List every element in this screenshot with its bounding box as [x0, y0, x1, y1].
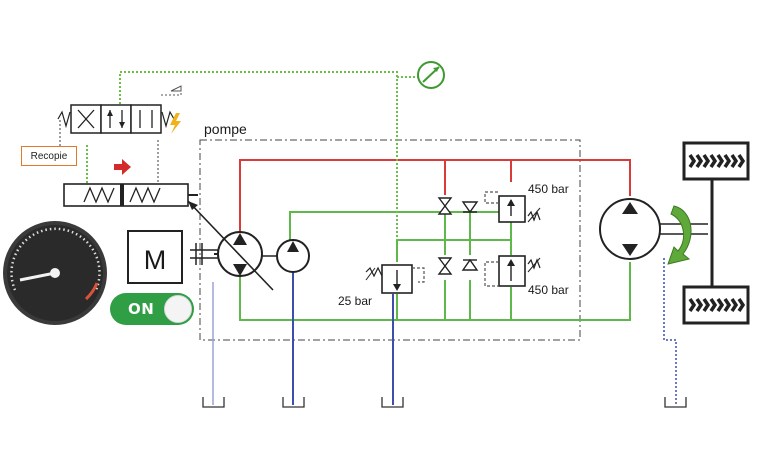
tank-3 — [381, 397, 404, 408]
pressure-25-label: 25 bar — [338, 294, 372, 308]
on-switch-knob — [164, 295, 192, 323]
relief-valve-25-bar: 25 bar — [338, 264, 425, 308]
charge-pump — [262, 239, 310, 273]
direction-arrow-icon — [114, 159, 131, 175]
pressure-450-top-label: 450 bar — [528, 182, 569, 196]
drain-line — [292, 272, 394, 405]
pilot-line — [86, 71, 421, 240]
on-switch-toggle[interactable]: ON — [110, 293, 194, 325]
hydraulic-motor — [599, 198, 708, 260]
recopie-label-box: Recopie — [21, 146, 77, 166]
tank-1 — [202, 397, 225, 408]
tank-symbols — [202, 397, 687, 408]
on-switch-label: ON — [128, 300, 155, 318]
servo-cylinder — [63, 183, 198, 207]
check-valve-top — [461, 201, 479, 214]
flow-meter-icon — [417, 61, 445, 89]
relief-valve-450-bar-top: 450 bar — [484, 182, 569, 223]
case-drain-line — [212, 258, 677, 405]
pressure-line — [239, 159, 631, 232]
relief-valve-450-bar-bottom: 450 bar — [484, 255, 569, 297]
recopie-label: Recopie — [30, 150, 68, 162]
motor-label: M — [144, 245, 167, 275]
shaft-coupling — [190, 243, 218, 265]
pressure-450-bottom-label: 450 bar — [528, 283, 569, 297]
wheel-icon — [682, 141, 750, 325]
tank-2 — [282, 397, 305, 408]
shuttle-valve-top — [437, 197, 453, 215]
feedback-line — [59, 120, 159, 184]
pump-group-enclosure — [199, 139, 581, 341]
lightning-icon — [170, 113, 181, 134]
rotation-arrow-icon — [667, 205, 692, 265]
check-valve-bottom — [461, 258, 479, 271]
return-line — [239, 211, 631, 321]
main-variable-pump — [187, 200, 274, 291]
gauge-dial-icon — [3, 221, 107, 325]
directional-control-valve — [57, 85, 182, 134]
pump-group-label: pompe — [204, 121, 247, 137]
electric-motor: M — [127, 230, 183, 284]
shuttle-valve-bottom — [437, 257, 453, 275]
tank-4 — [664, 397, 687, 408]
